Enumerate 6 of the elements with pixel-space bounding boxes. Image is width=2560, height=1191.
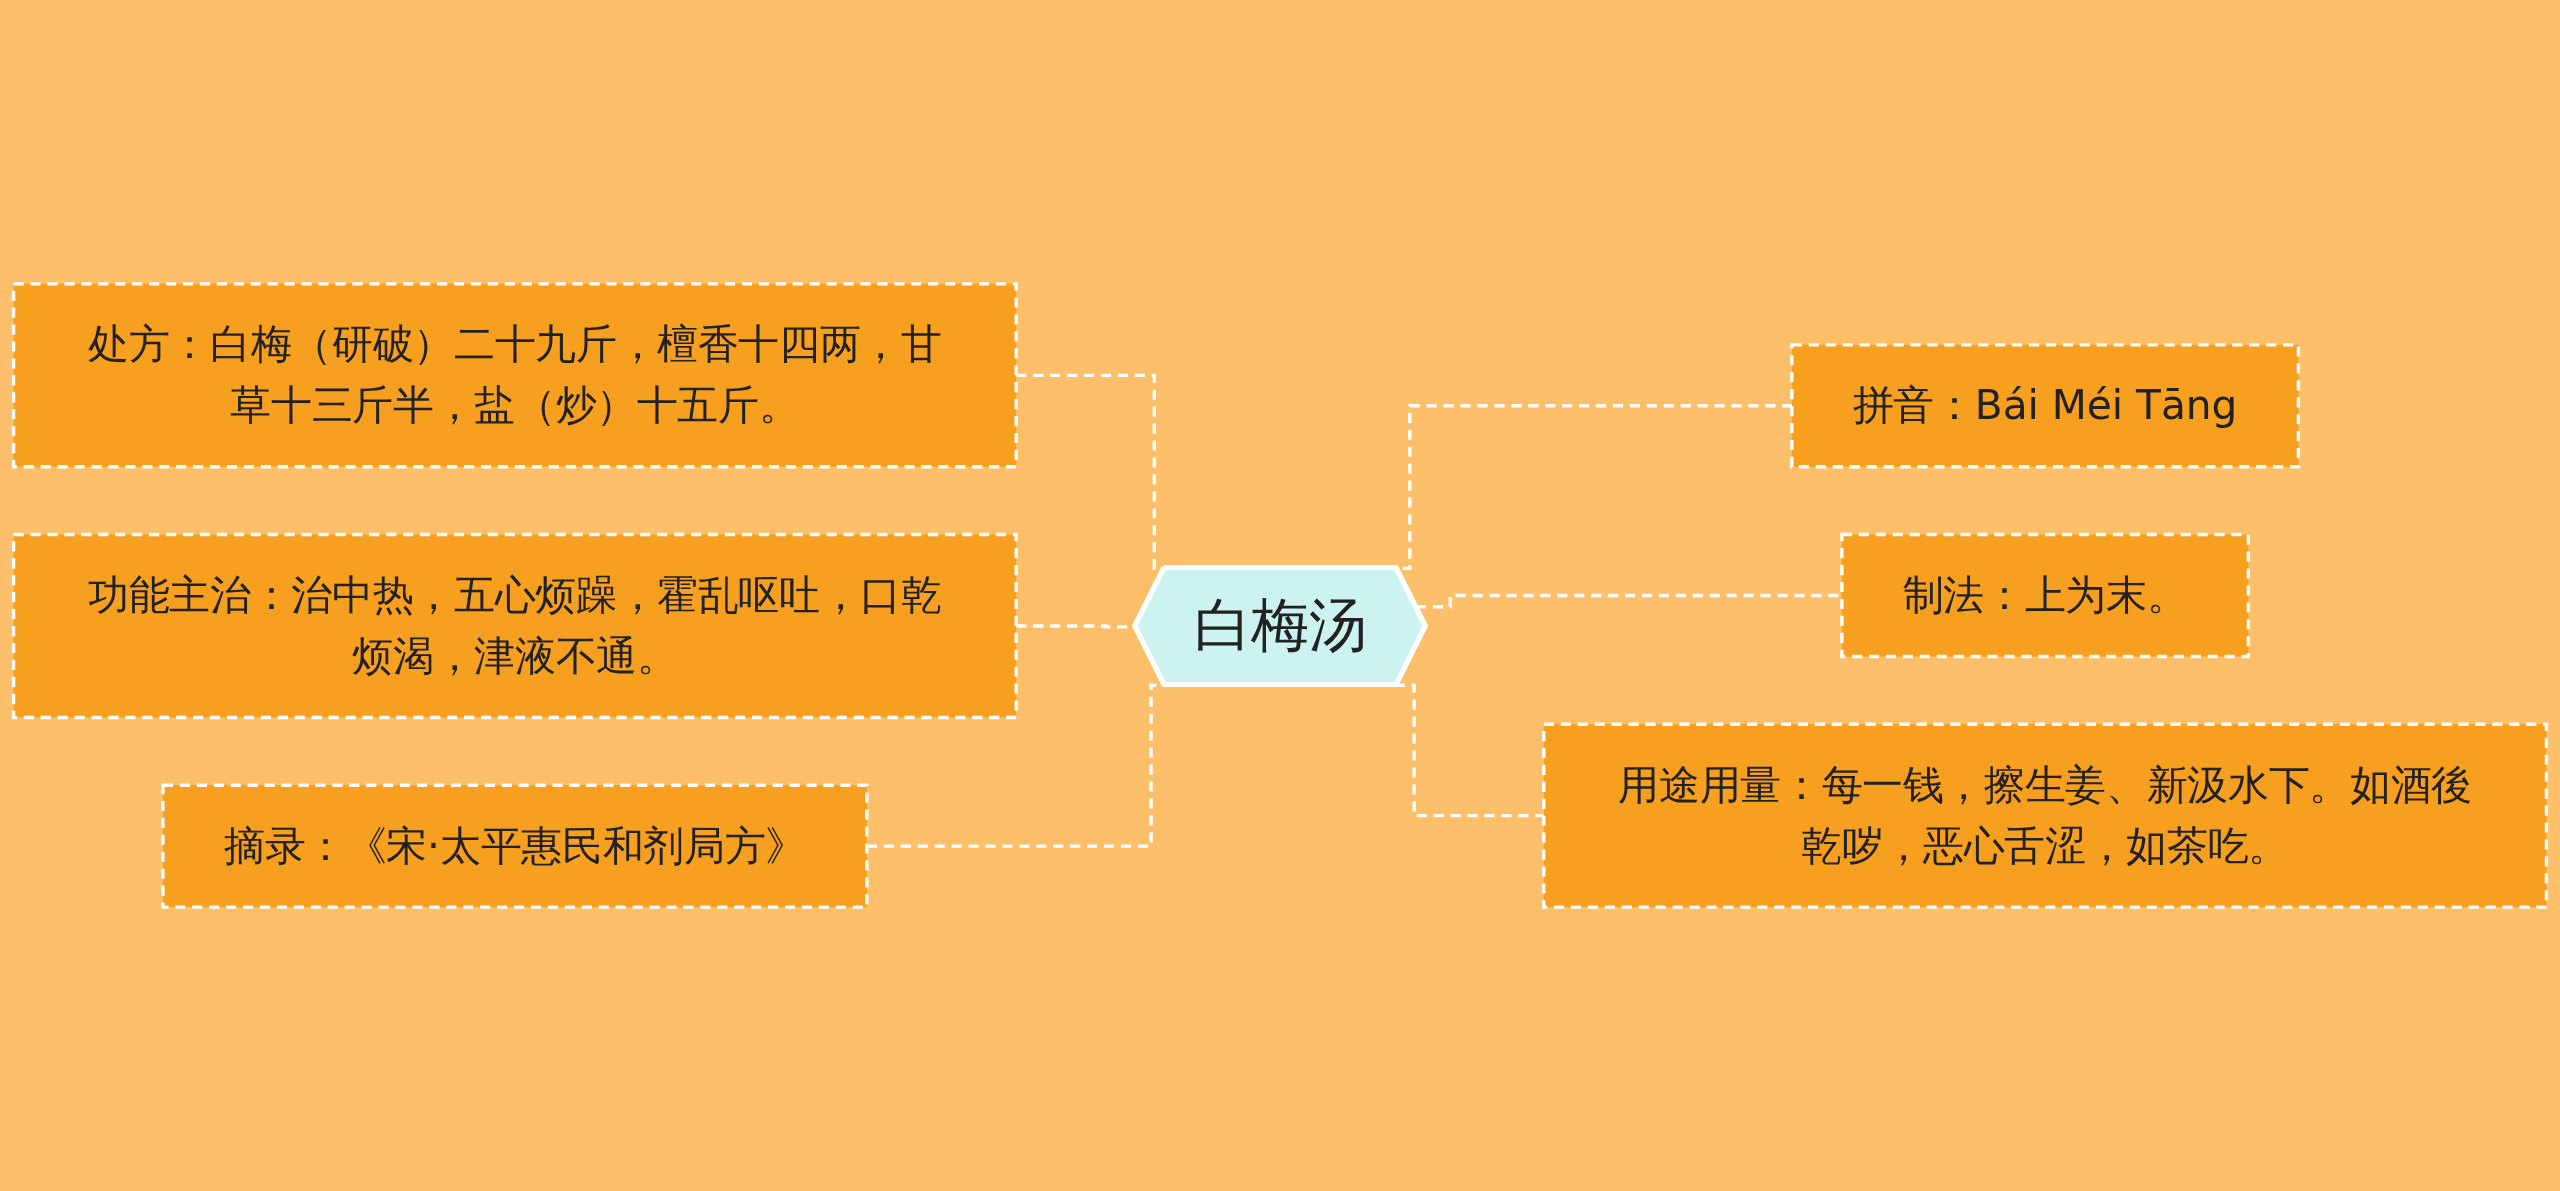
node-box: 摘录：《宋·太平惠民和剂局方》	[161, 783, 869, 909]
node-box: 功能主治：治中热，五心烦躁，霍乱呕吐，口乾烦渴，津液不通。	[11, 532, 1018, 720]
node-box: 制法：上为末。	[1840, 532, 2251, 659]
node-box: 拼音：Bái Méi Tāng	[1790, 343, 2301, 469]
node-box: 处方：白梅（研破）二十九斤，檀香十四两，甘草十三斤半，盐（炒）十五斤。	[11, 282, 1018, 469]
node-box: 用途用量：每一钱，擦生姜、新汲水下。如酒後乾哕，恶心舌涩，如茶吃。	[1542, 722, 2549, 909]
